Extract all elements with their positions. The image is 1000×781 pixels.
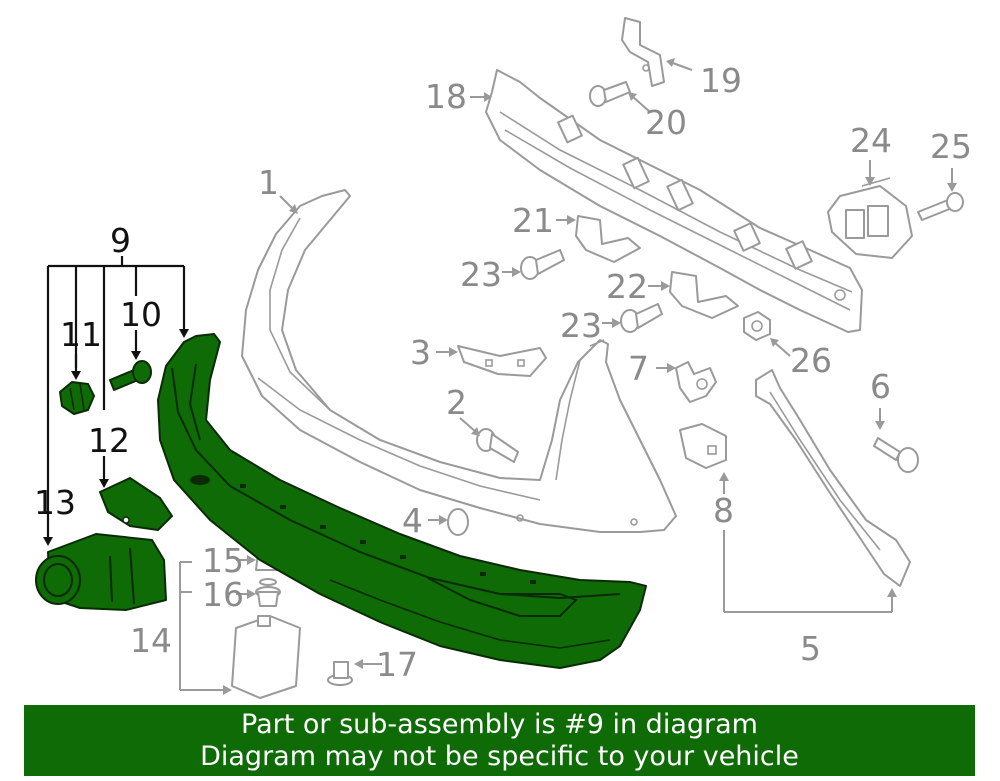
part-18-reinforcement-beam[interactable] [485, 69, 863, 333]
callout-23-lower: 23 [560, 306, 602, 345]
callout-22: 22 [606, 267, 648, 306]
callout-1: 1 [258, 163, 279, 202]
callout-8: 8 [713, 491, 734, 530]
part-16-grommet[interactable] [255, 578, 281, 607]
callout-16: 16 [202, 575, 244, 614]
part-23-bolt-upper[interactable] [520, 249, 565, 280]
callout-24: 24 [850, 121, 892, 160]
part-14-sensor-module[interactable] [231, 615, 301, 699]
callout-5: 5 [800, 629, 821, 668]
callout-12: 12 [88, 421, 130, 460]
part-21-bracket[interactable] [575, 215, 641, 263]
callout-11: 11 [60, 315, 102, 354]
callout-18: 18 [425, 77, 467, 116]
part-4-plug[interactable] [447, 508, 469, 536]
part-6-bolt[interactable] [873, 437, 919, 473]
callout-20: 20 [645, 103, 687, 142]
part-11-clip-highlighted[interactable] [59, 381, 95, 415]
callout-14: 14 [130, 621, 172, 660]
part-13-parking-sensor-highlighted[interactable] [35, 533, 167, 611]
part-26-nut[interactable] [743, 311, 771, 341]
callout-19: 19 [700, 61, 742, 100]
callout-23-upper: 23 [460, 255, 502, 294]
callout-21: 21 [512, 201, 554, 240]
banner-background [24, 705, 975, 776]
callout-25: 25 [930, 127, 972, 166]
callout-9: 9 [110, 221, 131, 260]
callout-13: 13 [34, 483, 76, 522]
part-9-lower-bumper-highlighted[interactable] [157, 333, 647, 669]
part-17-clip[interactable] [327, 661, 353, 686]
part-10-screw-highlighted[interactable] [109, 360, 152, 391]
part-1-bumper-cover[interactable] [241, 189, 677, 533]
part-25-bolt[interactable] [917, 192, 964, 221]
callout-7: 7 [628, 349, 649, 388]
banner-line-disclaimer: Diagram may not be specific to your vehi… [200, 740, 799, 772]
part-24-bracket[interactable] [827, 177, 913, 259]
part-22-bracket[interactable] [669, 271, 739, 319]
callout-26: 26 [790, 341, 832, 380]
part-5-guide-bracket[interactable] [755, 369, 911, 587]
part-3-bracket[interactable] [457, 345, 547, 377]
callout-6: 6 [870, 367, 891, 406]
part-19-bracket[interactable] [621, 17, 665, 87]
info-banner: Part or sub-assembly is #9 in diagram Di… [24, 705, 975, 776]
callout-3: 3 [410, 333, 431, 372]
callout-4: 4 [402, 501, 423, 540]
part-2-screw[interactable] [476, 428, 519, 463]
callout-2: 2 [446, 383, 467, 422]
banner-line-part-number: Part or sub-assembly is #9 in diagram [241, 708, 758, 740]
part-7-retainer[interactable] [675, 361, 717, 403]
part-20-bolt[interactable] [589, 81, 631, 107]
part-8-retainer[interactable] [679, 423, 727, 469]
part-12-bracket-highlighted[interactable] [99, 477, 173, 531]
part-23-bolt-lower[interactable] [620, 303, 663, 333]
callout-17: 17 [376, 645, 418, 684]
callout-15: 15 [202, 541, 244, 580]
callout-10: 10 [120, 295, 162, 334]
